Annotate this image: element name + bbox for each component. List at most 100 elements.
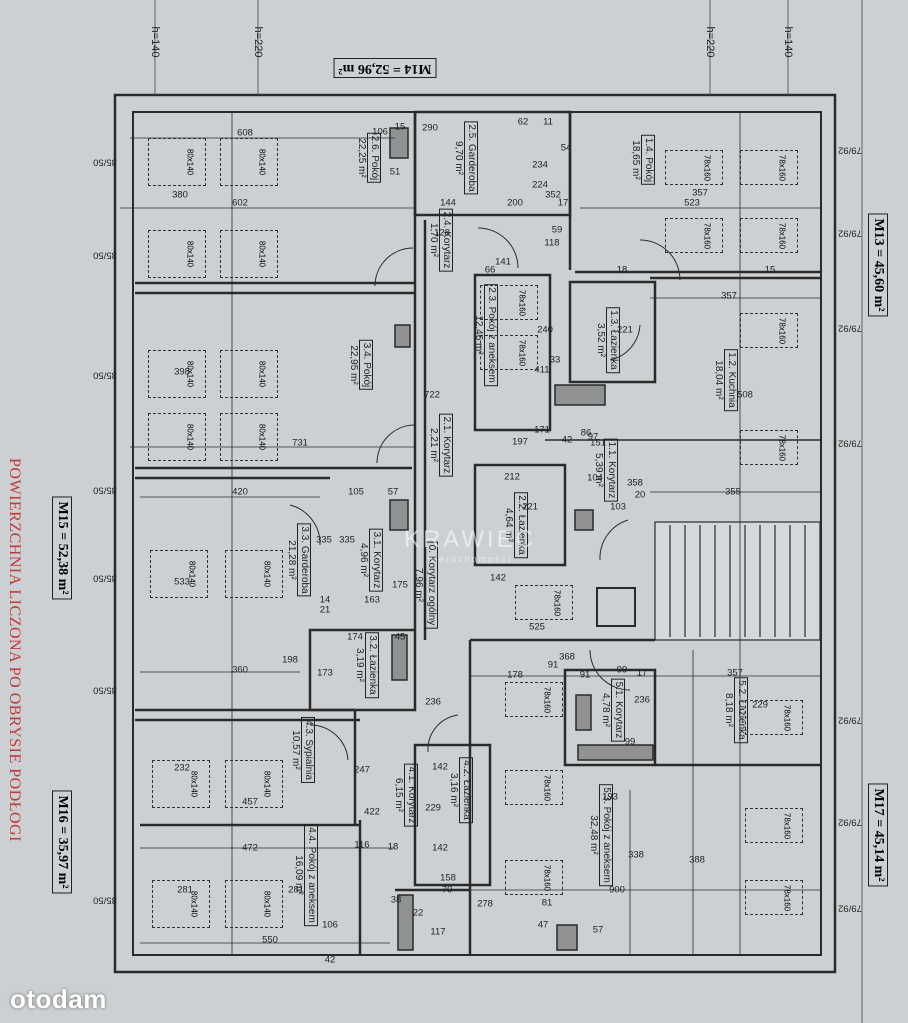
area-measurement-note: POWIERZCHNIA LICZONA PO OBRYSIE PODŁOGI: [6, 458, 23, 842]
shaft: [556, 924, 578, 951]
dimension-label: 338: [628, 849, 644, 861]
dimension-label: 198: [282, 654, 298, 666]
bed-placeholder: 80x140: [152, 880, 210, 928]
room-area: 2,21 m²: [428, 428, 439, 462]
bed-size-label: 78x160: [517, 289, 527, 316]
dimension-label: 508: [737, 389, 753, 401]
kitchen-counter: [563, 668, 657, 767]
room-name: 3.2. Łazienka: [365, 632, 379, 698]
room-name: 1.1. Korytarz: [604, 438, 618, 502]
dimension-label: 91: [579, 669, 591, 681]
dimension-label: 234: [532, 159, 548, 171]
dimension-label: 731: [292, 437, 308, 449]
wardrobe-wall: [413, 110, 572, 217]
window-dimension: 79/92: [838, 227, 862, 239]
unit-m16-area: M16 = 35,97 m²: [52, 790, 72, 894]
room-name: 3.1. Korytarz: [369, 528, 383, 592]
bed-placeholder: 78x160: [740, 218, 798, 253]
dimension-label: 221: [522, 501, 538, 513]
bed-size-label: 78x160: [782, 704, 792, 731]
dimension-label: 278: [477, 898, 493, 910]
room-area: 18,65 m²: [630, 140, 641, 180]
dimension-label: 142: [490, 572, 506, 584]
dimension-label: 602: [232, 197, 248, 209]
door-swing: [374, 247, 414, 287]
dimension-label: 104: [587, 472, 603, 484]
room-area: 18,04 m²: [713, 360, 724, 400]
dimension-label: 22: [412, 907, 424, 919]
dimension-label: 47: [537, 919, 549, 931]
dimension-label: 357: [692, 187, 708, 199]
bed-size-label: 80x140: [189, 890, 199, 918]
dimension-label: 173: [317, 667, 333, 679]
staircase-outline: [654, 521, 821, 641]
dimension-label: 472: [242, 842, 258, 854]
dimension-label: 33: [549, 354, 561, 366]
dimension-label: 99: [624, 736, 636, 748]
dimension-label: 14: [319, 594, 331, 606]
room-area: 4,78 m²: [600, 693, 611, 727]
window-dimension: 35/50: [93, 369, 117, 381]
dimension-label: 45: [394, 631, 406, 643]
wall: [473, 463, 567, 567]
room-area: 8,18 m²: [723, 693, 734, 727]
bed-size-label: 78x160: [782, 884, 792, 911]
door-swing: [427, 714, 459, 753]
dimension-label: 117: [430, 926, 446, 938]
dimension-label: 57: [387, 486, 399, 498]
dimension-label: 236: [634, 694, 650, 706]
dimension-label: 142: [432, 761, 448, 773]
unit-m17-area: M17 = 45,14 m²: [868, 783, 888, 887]
unit-m14-area: M14 = 52,96 m²: [333, 58, 437, 78]
bed-placeholder: 78x160: [740, 313, 798, 348]
dimension-label: 66: [484, 264, 496, 276]
dimension-label: 54: [560, 142, 572, 154]
stove: [575, 694, 592, 731]
bed-size-label: 78x160: [542, 864, 552, 891]
wall: [473, 273, 552, 432]
bed-size-label: 78x160: [777, 154, 787, 181]
ceiling-height-label: h=140: [782, 26, 794, 58]
window-dimension: 79/92: [838, 714, 862, 726]
wall: [568, 280, 657, 384]
bed-size-label: 78x160: [782, 812, 792, 839]
window-dimension: 79/92: [838, 816, 862, 828]
dimension-label: 197: [512, 436, 528, 448]
bed-placeholder: 78x160: [665, 218, 723, 253]
door-swing: [376, 424, 416, 464]
dimension-label: 99: [616, 664, 628, 676]
dimension-label: 358: [627, 477, 643, 489]
dimension-label: 18: [387, 841, 399, 853]
dimension-label: 20: [634, 489, 646, 501]
elevator-shaft: [596, 587, 636, 627]
bed-size-label: 80x140: [257, 360, 267, 388]
dimension-label: 221: [617, 324, 633, 336]
door-swing: [639, 239, 681, 281]
bed-size-label: 78x160: [702, 222, 712, 249]
dimension-label: 240: [537, 324, 553, 336]
room-area: 4,96 m²: [358, 543, 369, 577]
bed-size-label: 78x160: [552, 589, 562, 616]
dimension-label: 59: [551, 224, 563, 236]
bed-placeholder: 78x160: [740, 150, 798, 185]
room-name: 2.5. Garderoba: [464, 121, 478, 195]
room-area: 22,25 m²: [356, 138, 367, 178]
dimension-label: 163: [364, 594, 380, 606]
dimension-label: 457: [242, 796, 258, 808]
dimension-label: 141: [495, 256, 511, 268]
bed-placeholder: 78x160: [665, 150, 723, 185]
shaft: [389, 499, 409, 531]
unit-m13-area: M13 = 45,60 m²: [868, 213, 888, 317]
bed-size-label: 78x160: [777, 317, 787, 344]
bed-placeholder: 80x140: [220, 138, 278, 186]
dimension-label: 335: [316, 534, 332, 546]
dimension-label: 533: [174, 576, 190, 588]
dimension-label: 91: [547, 659, 559, 671]
